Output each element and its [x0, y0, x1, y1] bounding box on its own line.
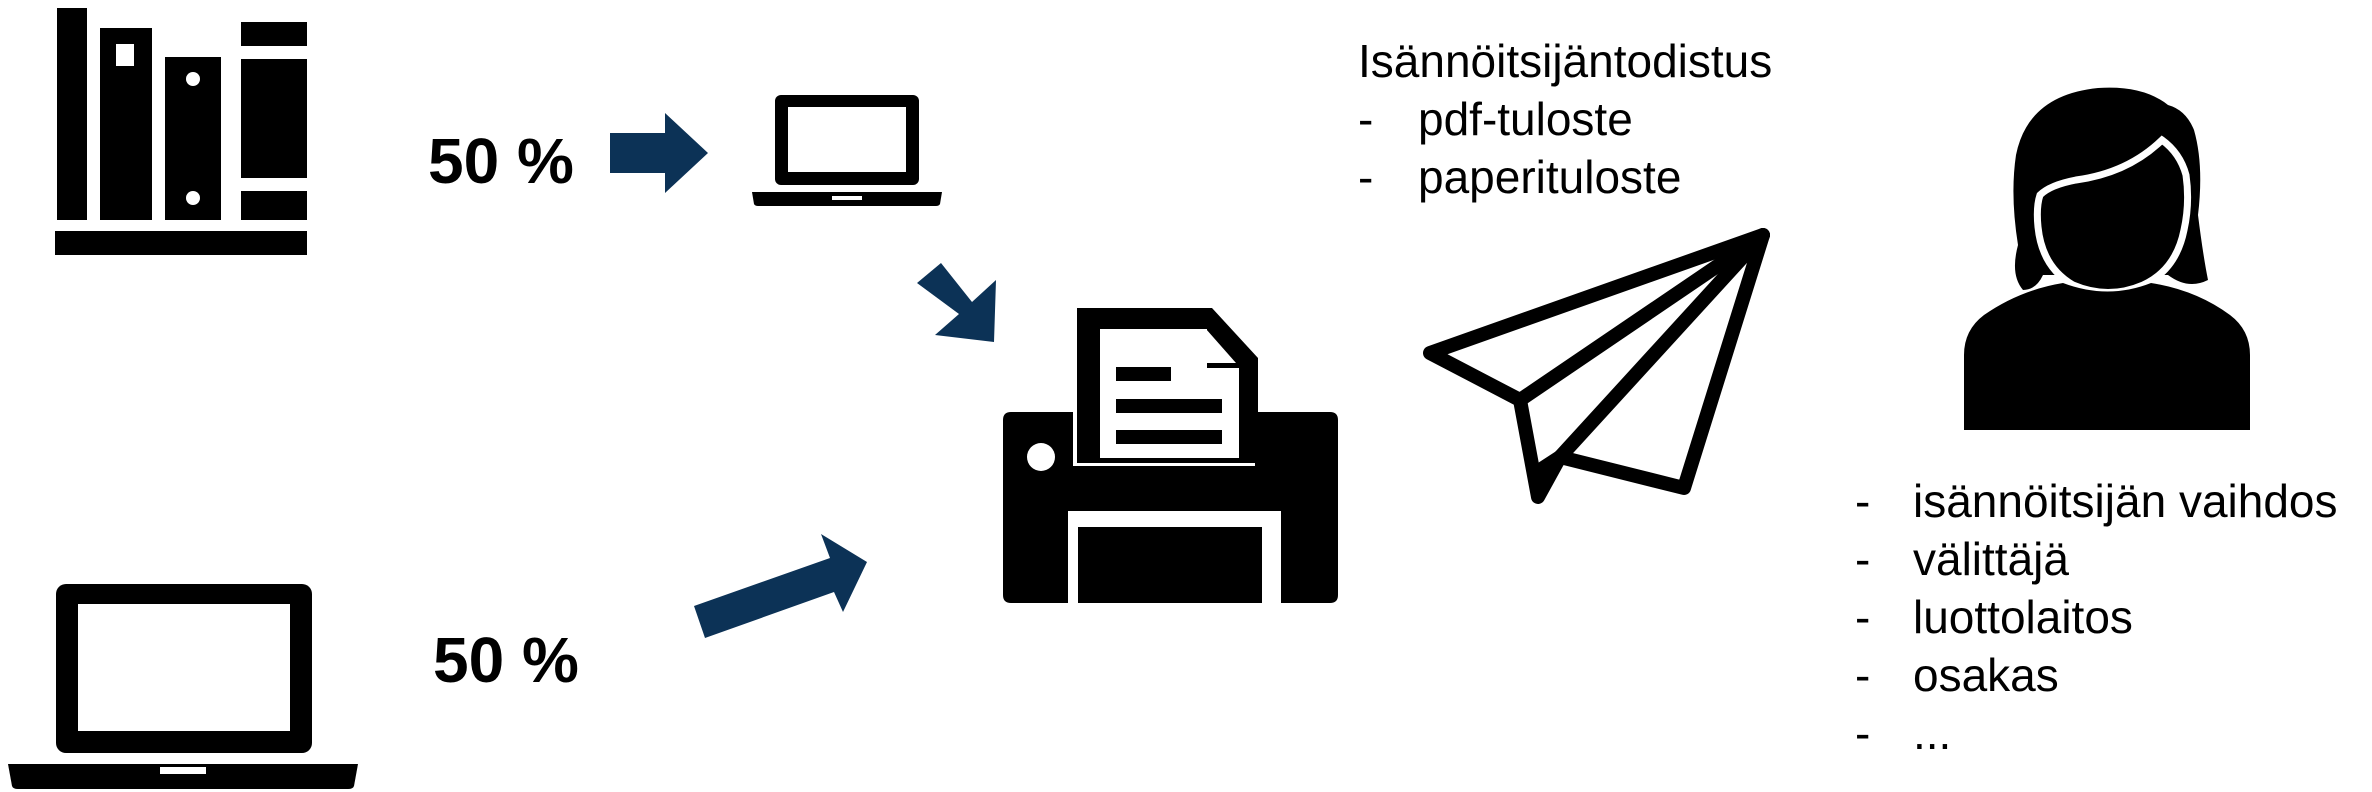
person-icon [1964, 87, 2250, 430]
recipient-label: välittäjä [1913, 533, 2069, 585]
list-item: - paperituloste [1358, 148, 1772, 206]
certificate-block: Isännöitsijäntodistus - pdf-tuloste - pa… [1358, 32, 1772, 206]
arrow-diagonal-up-icon [694, 534, 867, 638]
laptop-small-icon [752, 95, 942, 206]
recipient-label: isännöitsijän vaihdos [1913, 475, 2338, 527]
printer-icon [1003, 308, 1338, 603]
laptop-large-icon [8, 584, 358, 789]
list-bullet: - [1855, 649, 1871, 701]
list-bullet: - [1855, 475, 1871, 527]
list-bullet: - [1855, 591, 1871, 643]
paper-plane-icon [1423, 228, 1770, 504]
recipient-label: ... [1913, 707, 1952, 759]
bottom-share-label: 50 % [433, 624, 579, 696]
certificate-format-list: - pdf-tuloste - paperituloste [1358, 90, 1772, 206]
list-bullet: - [1358, 93, 1374, 145]
list-item: - pdf-tuloste [1358, 90, 1772, 148]
recipient-label: luottolaitos [1913, 591, 2133, 643]
format-pdf-label: pdf-tuloste [1418, 93, 1633, 145]
arrow-right-icon [610, 113, 708, 193]
list-bullet: - [1358, 151, 1374, 203]
top-share-label: 50 % [428, 125, 574, 197]
certificate-title: Isännöitsijäntodistus [1358, 35, 1773, 87]
arrow-diagonal-down-icon [917, 263, 996, 342]
recipient-label: osakas [1913, 649, 2059, 701]
list-bullet: - [1855, 533, 1871, 585]
bookshelf-icon [55, 8, 307, 255]
format-paper-label: paperituloste [1418, 151, 1682, 203]
list-bullet: - [1855, 707, 1871, 759]
